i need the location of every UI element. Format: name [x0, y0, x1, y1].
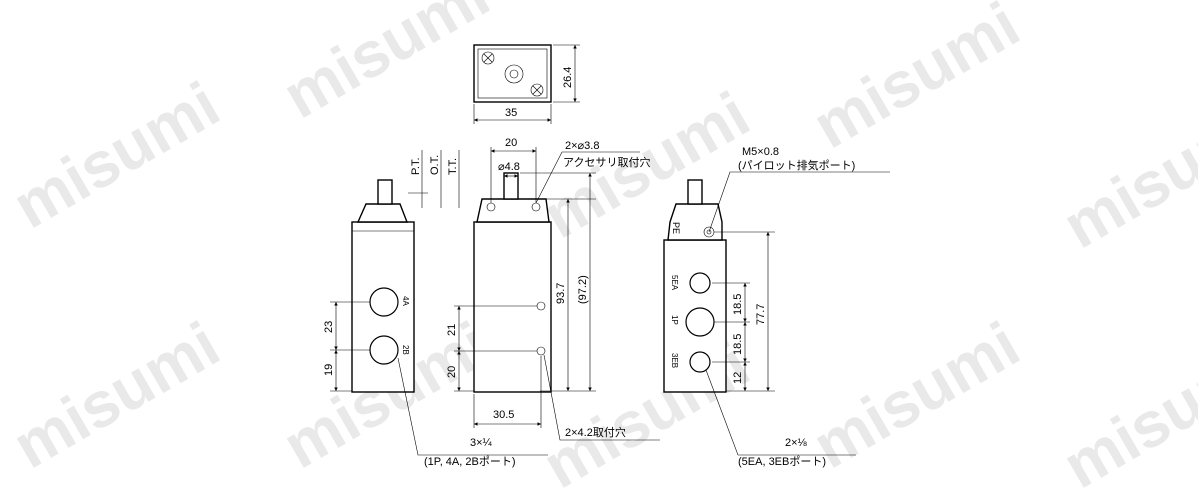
front-view-body: [473, 221, 552, 393]
note-mount-label: 2×4.2取付穴: [565, 425, 626, 439]
dim-hole-desc: アクセサリ取付穴: [563, 155, 650, 169]
watermark-text: misumi: [271, 0, 501, 132]
stroke-label-ot: O.T.: [429, 155, 441, 175]
watermark-text: misumi: [1, 68, 231, 242]
dim-93-7-label: 93.7: [555, 283, 567, 304]
port-label-pe: PE: [671, 222, 681, 234]
pilot-desc-label: (パイロット排気ポート): [738, 158, 855, 172]
dim-12-label: 12: [732, 372, 744, 384]
dim-dia-label: ⌀4.8: [498, 161, 520, 173]
dim-18-5-b-label: 18.5: [732, 334, 744, 355]
note-exhaust-qty: 2×⅛: [785, 437, 808, 449]
port-label-4a: 4A: [401, 296, 410, 306]
top-width-label: 35: [505, 107, 517, 119]
right-view-body: [663, 239, 727, 393]
stroke-label-pt: P.T.: [410, 157, 422, 175]
note-ports-qty: 3×¼: [470, 437, 493, 449]
port-label-1p: 1P: [670, 315, 679, 325]
left-view: 4A 2B P.T. O.T. T.T. 23 19 3×¼ (1P, 4A, …: [323, 150, 548, 468]
dim-20-bottom-label: 20: [446, 366, 458, 378]
note-exhaust-desc: (5EA, 3EBポート): [738, 455, 826, 468]
watermark-text: misumi: [1051, 88, 1198, 262]
dim-21-label: 21: [446, 324, 458, 336]
front-view: 20 ⌀4.8 2×⌀3.8 アクセサリ取付穴 93.7 (97.2) 21 2…: [446, 137, 660, 441]
dim-20-top-label: 20: [505, 137, 517, 149]
top-height-label: 26.4: [562, 67, 574, 88]
watermark-text: misumi: [1, 308, 231, 482]
stroke-label-tt: T.T.: [447, 158, 459, 175]
pilot-thread-label: M5×0.8: [742, 146, 779, 158]
note-ports-desc: (1P, 4A, 2Bポート): [424, 455, 516, 468]
dim-30-5-label: 30.5: [493, 409, 514, 421]
watermark-text: misumi: [801, 0, 1031, 162]
left-view-body: [351, 221, 415, 393]
top-view-body: [473, 44, 552, 103]
dim-77-7-label: 77.7: [755, 304, 767, 325]
dim-23-label: 23: [323, 321, 335, 333]
dim-18-5-a-label: 18.5: [732, 294, 744, 315]
port-label-2b: 2B: [401, 345, 410, 355]
watermark-text: misumi: [801, 308, 1031, 482]
port-label-5ea: 5EA: [670, 275, 679, 291]
right-view: PE 5EA 1P 3EB M5×0.8 (パイロット排気ポート) 18.5 1…: [663, 146, 890, 468]
dim-hole-label: 2×⌀3.8: [565, 140, 599, 152]
top-view: 35 26.4: [473, 44, 580, 124]
watermark-text: misumi: [1051, 328, 1198, 500]
port-label-3eb: 3EB: [670, 353, 679, 368]
dim-19-label: 19: [323, 364, 335, 376]
dim-97-2-label: (97.2): [577, 275, 589, 304]
